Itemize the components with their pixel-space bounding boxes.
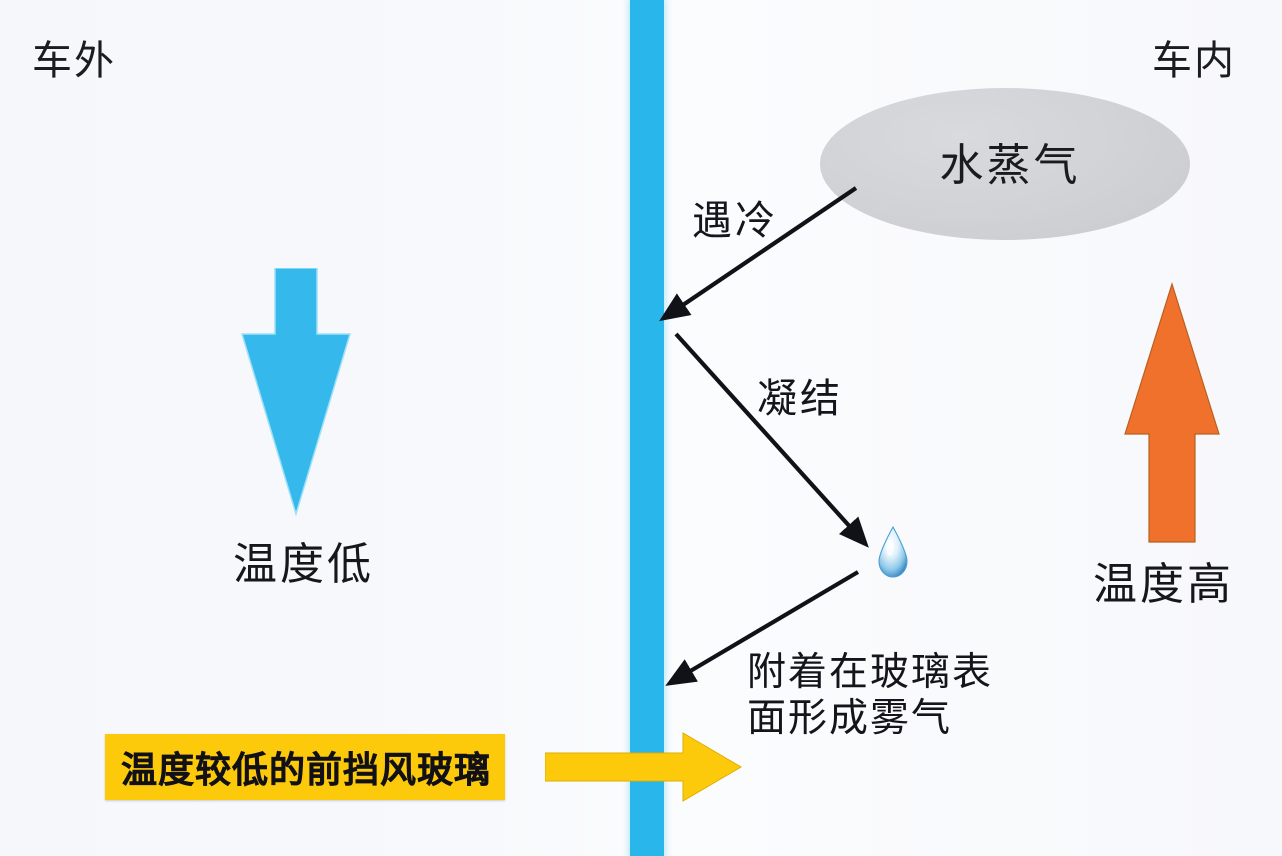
cold-temperature-caption: 温度低 (233, 540, 374, 589)
condensation-step-label: 凝结 (757, 377, 843, 421)
inside-label: 车内 (1152, 39, 1236, 83)
cooling-step-label: 遇冷 (692, 199, 778, 243)
windshield-callout: 温度较低的前挡风玻璃 (105, 732, 742, 802)
fog-result-line-1: 附着在玻璃表 (747, 651, 994, 694)
callout-right-arrow-icon (544, 732, 743, 807)
outside-label: 车外 (32, 39, 116, 83)
windshield-glass-pane (630, 0, 664, 856)
callout-text: 温度较低的前挡风玻璃 (121, 749, 492, 790)
hot-up-arrow-icon (1122, 281, 1222, 549)
condensation-arrow-line (674, 332, 869, 548)
water-vapor-label: 水蒸气 (939, 141, 1081, 190)
callout-box: 温度较低的前挡风玻璃 (105, 734, 506, 800)
water-droplet-icon (876, 525, 910, 578)
fog-result-line-2: 面形成雾气 (747, 697, 953, 740)
water-vapor-cloud: 水蒸气 (820, 88, 1190, 240)
fog-result-caption: 附着在玻璃表 面形成雾气 (747, 650, 993, 742)
hot-temperature-caption: 温度高 (1093, 560, 1234, 609)
cold-down-arrow-icon (238, 267, 354, 521)
